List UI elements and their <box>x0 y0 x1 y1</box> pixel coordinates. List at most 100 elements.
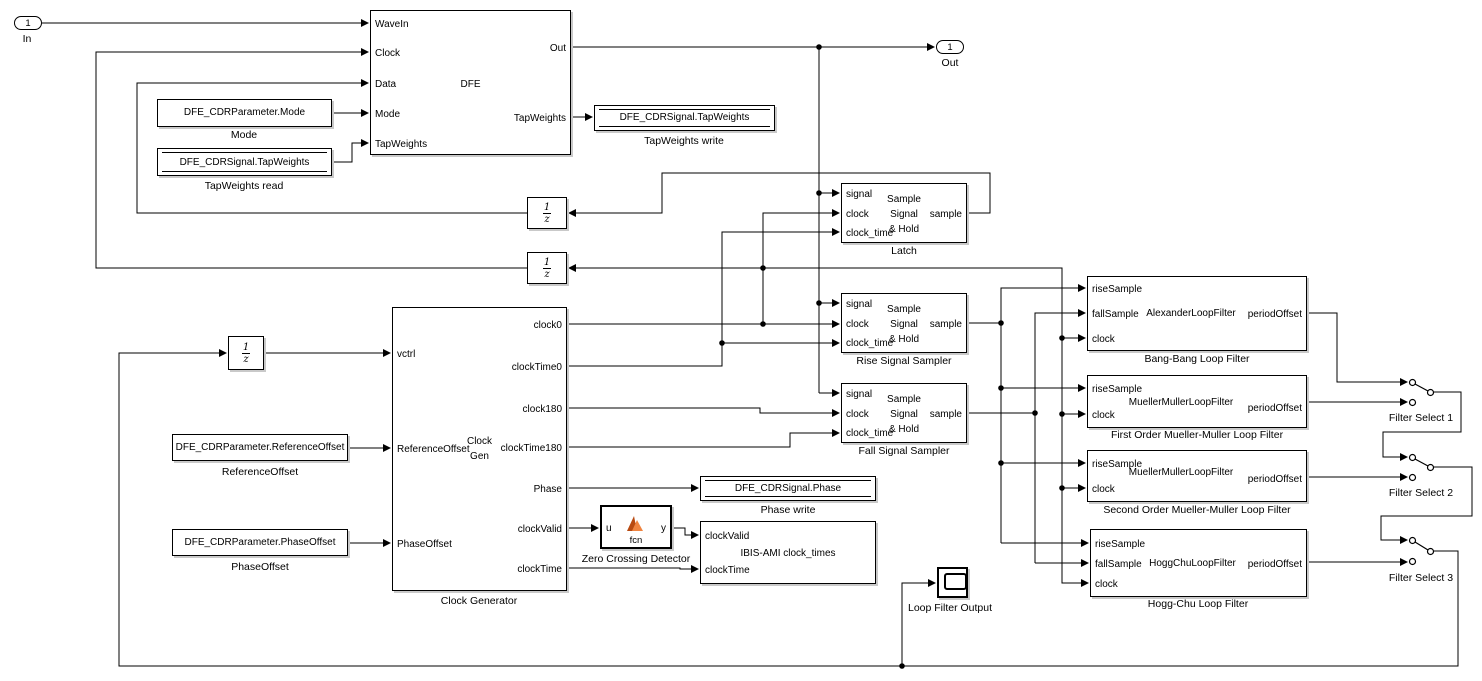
ibis-ami-title: IBIS-AMI clock_times <box>740 548 836 559</box>
zcd-fcn-text: fcn <box>629 535 643 546</box>
zero-crossing-detector-label: Zero Crossing Detector <box>581 553 691 565</box>
cg-port-clock180: clock180 <box>522 404 562 415</box>
latch-port-sample: sample <box>929 209 962 220</box>
wire-clocktime0 <box>567 231 833 367</box>
filter-select-3-switch[interactable] <box>1408 536 1435 566</box>
filter-select-2-switch[interactable] <box>1408 453 1435 482</box>
mode-param-block[interactable]: DFE_CDRParameter.Mode <box>157 99 332 127</box>
referenceoffset-param-block[interactable]: DFE_CDRParameter.ReferenceOffset <box>172 434 348 461</box>
wire-fs2-out <box>1380 466 1473 541</box>
loop-filter-output-scope-block[interactable] <box>937 567 968 598</box>
cg-port-phase: Phase <box>533 484 562 495</box>
hogg-chu-loop-filter-block[interactable]: riseSample fallSample clock periodOffset… <box>1090 529 1307 597</box>
latch-block[interactable]: signal clock clock_time sample Sample Si… <box>841 183 967 243</box>
outport-1[interactable]: 1 <box>936 40 964 54</box>
fall-port-clock: clock <box>846 409 869 420</box>
ibis-port-clocktime: clockTime <box>705 565 750 576</box>
ibis-ami-block[interactable]: clockValid clockTime IBIS-AMI clock_time… <box>700 521 876 584</box>
hogg-port-clock: clock <box>1095 579 1118 590</box>
wire-fall-trunk <box>1034 312 1079 563</box>
bb-port-periodoffset: periodOffset <box>1247 309 1302 320</box>
wire-clock-bus <box>575 267 1082 584</box>
bb-port-fallsample: fallSample <box>1092 309 1139 320</box>
clock-generator-label: Clock Generator <box>440 595 518 607</box>
smm-port-risesample: riseSample <box>1092 459 1143 470</box>
tapweights-read-text: DFE_CDRSignal.TapWeights <box>179 157 310 168</box>
latch-title: Sample Signal & Hold <box>887 194 921 235</box>
hogg-port-periodoffset: periodOffset <box>1247 559 1302 570</box>
cg-port-referenceoffset: ReferenceOffset <box>397 444 470 455</box>
bang-bang-loop-filter-block[interactable]: riseSample fallSample clock periodOffset… <box>1087 276 1307 351</box>
phase-write-block[interactable]: DFE_CDRSignal.Phase <box>700 476 876 501</box>
fall-sampler-label: Fall Signal Sampler <box>858 445 950 457</box>
fall-port-sample: sample <box>929 409 962 420</box>
datastore-lines <box>599 109 770 127</box>
dfe-port-mode: Mode <box>375 109 401 120</box>
cg-port-clocktime0: clockTime0 <box>511 362 562 373</box>
tapweights-write-block[interactable]: DFE_CDRSignal.TapWeights <box>594 105 775 131</box>
scope-screen-icon <box>944 573 967 590</box>
zero-crossing-detector-block[interactable]: u y fcn <box>600 505 672 549</box>
fmm-port-clock: clock <box>1092 410 1115 421</box>
hogg-chu-title: HoggChuLoopFilter <box>1149 558 1236 569</box>
wire-clock180 <box>567 407 833 414</box>
filter-select-1-switch[interactable] <box>1408 378 1435 407</box>
rise-sampler-block[interactable]: signal clock clock_time sample Sample Si… <box>841 293 967 353</box>
wire-clocktime180 <box>567 432 833 448</box>
fmm-port-periodoffset: periodOffset <box>1247 403 1302 414</box>
dfe-block[interactable]: WaveIn Clock Data Mode TapWeights Out Ta… <box>370 10 571 155</box>
phaseoffset-param-block[interactable]: DFE_CDRParameter.PhaseOffset <box>172 529 348 556</box>
dfe-port-out: Out <box>549 43 566 54</box>
inport-1[interactable]: 1 <box>14 16 42 30</box>
wire-rise-trunk <box>1000 287 1079 543</box>
cg-port-vctrl: vctrl <box>397 349 416 360</box>
wire-bb-out <box>1307 312 1401 383</box>
clock-generator-block[interactable]: vctrl ReferenceOffset PhaseOffset clock0… <box>392 307 567 591</box>
matlab-logo-icon <box>627 516 643 531</box>
dfe-title: DFE <box>460 79 481 90</box>
wire-scope-branch <box>901 582 929 666</box>
referenceoffset-param-label: ReferenceOffset <box>221 466 299 478</box>
first-mm-loop-filter-label: First Order Mueller-Muller Loop Filter <box>1110 429 1284 441</box>
smm-port-clock: clock <box>1092 484 1115 495</box>
wire-zcd-out <box>672 527 692 536</box>
fall-sampler-block[interactable]: signal clock clock_time sample Sample Si… <box>841 383 967 443</box>
cg-port-clockvalid: clockValid <box>517 524 562 535</box>
tapweights-read-label: TapWeights read <box>204 180 284 192</box>
inport-label: In <box>22 33 32 45</box>
rise-port-sample: sample <box>929 319 962 330</box>
second-mm-loop-filter-block[interactable]: riseSample clock periodOffset MuellerMul… <box>1087 450 1307 502</box>
bang-bang-loop-filter-label: Bang-Bang Loop Filter <box>1144 353 1250 365</box>
tapweights-write-text: DFE_CDRSignal.TapWeights <box>619 112 750 123</box>
cg-port-phaseoffset: PhaseOffset <box>397 539 452 550</box>
outport-label: Out <box>941 57 959 69</box>
smm-port-periodoffset: periodOffset <box>1247 474 1302 485</box>
dfe-port-data: Data <box>375 79 397 90</box>
loop-filter-output-scope-label: Loop Filter Output <box>907 602 993 614</box>
signal-wires[interactable] <box>42 22 1473 667</box>
mode-param-label: Mode <box>230 129 258 141</box>
datastore-lines <box>705 480 871 497</box>
filter-select-3-label: Filter Select 3 <box>1388 572 1454 584</box>
bb-port-risesample: riseSample <box>1092 284 1143 295</box>
cg-port-clocktime180: clockTime180 <box>500 443 562 454</box>
bang-bang-title: AlexanderLoopFilter <box>1146 308 1236 319</box>
wire-junction-dots <box>719 44 1065 669</box>
wire-clocktime <box>567 567 692 570</box>
phaseoffset-param-label: PhaseOffset <box>231 561 289 573</box>
dfe-port-tapweights: TapWeights <box>375 139 428 150</box>
phase-write-text: DFE_CDRSignal.Phase <box>734 483 842 494</box>
first-mm-title: MuellerMullerLoopFilter <box>1128 397 1234 408</box>
first-mm-loop-filter-block[interactable]: riseSample clock periodOffset MuellerMul… <box>1087 375 1307 428</box>
rise-sampler-title: Sample Signal & Hold <box>887 304 921 345</box>
tapweights-read-block[interactable]: DFE_CDRSignal.TapWeights <box>157 148 332 176</box>
fmm-port-risesample: riseSample <box>1092 384 1143 395</box>
wire-latch-sample-loop <box>575 172 991 214</box>
rise-port-clock-time: clock_time <box>846 338 894 349</box>
dfe-port-tapweights-out: TapWeights <box>513 113 566 124</box>
latch-port-clock: clock <box>846 209 869 220</box>
